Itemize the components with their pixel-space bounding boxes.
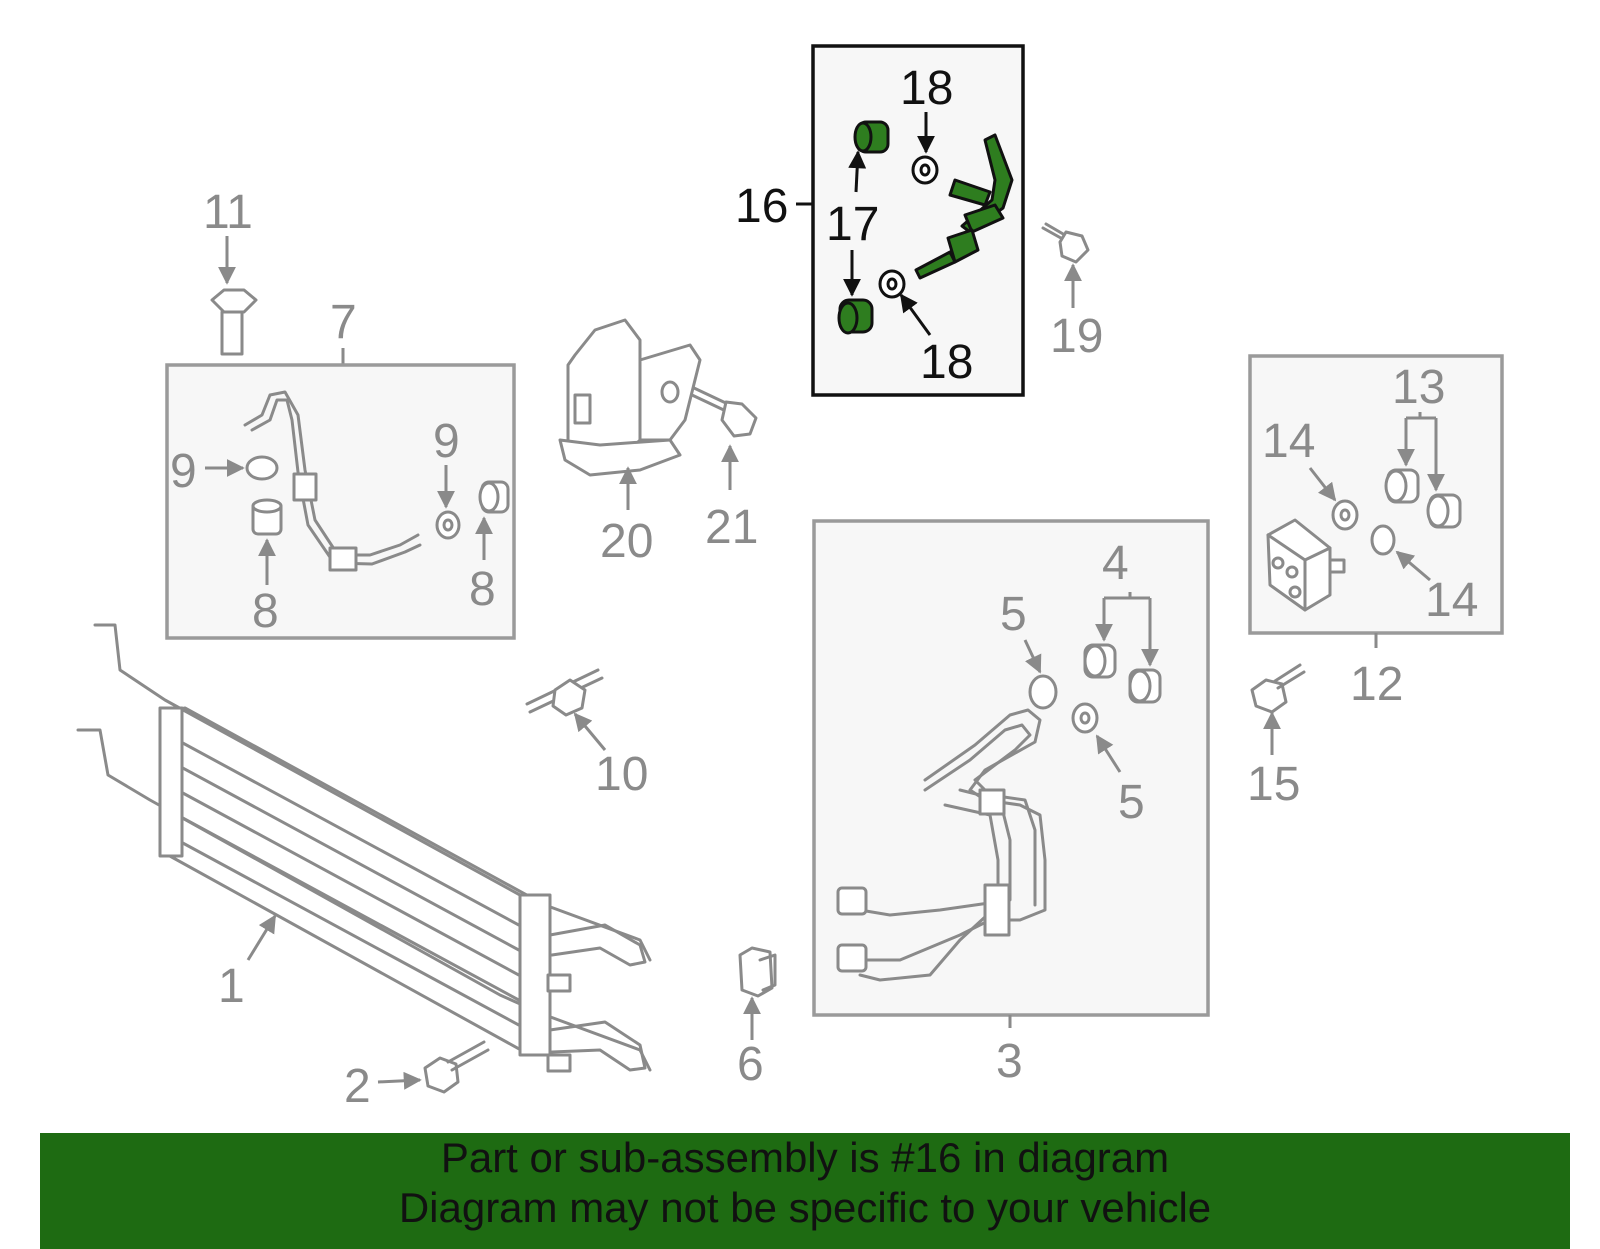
callout-11[interactable]: 11: [203, 186, 253, 239]
part-9-oring-left[interactable]: [245, 455, 279, 481]
part-9-oring-right[interactable]: [435, 510, 461, 540]
callout-9-left[interactable]: 9: [170, 445, 197, 498]
part-5-oring-left[interactable]: [1028, 674, 1058, 710]
callout-8-right[interactable]: 8: [469, 563, 496, 616]
part-10-stud[interactable]: [525, 668, 604, 717]
part-8-seal-right[interactable]: [478, 480, 510, 514]
part-15-bolt[interactable]: [1250, 663, 1306, 714]
part-1-cooler[interactable]: [76, 623, 652, 1073]
callout-1[interactable]: 1: [218, 960, 245, 1013]
footer-line-2: Diagram may not be specific to your vehi…: [398, 1184, 1212, 1231]
callout-15[interactable]: 15: [1247, 758, 1300, 811]
part-14-oring-top[interactable]: [1331, 499, 1359, 531]
callout-20[interactable]: 20: [600, 515, 653, 568]
callout-5-bottom[interactable]: 5: [1118, 776, 1145, 829]
callout-3[interactable]: 3: [996, 1035, 1023, 1088]
callout-21[interactable]: 21: [705, 501, 758, 554]
part-3-box[interactable]: [812, 519, 1210, 1017]
part-16-cooler-line[interactable]: [914, 133, 1014, 280]
callout-9-right[interactable]: 9: [433, 415, 460, 468]
part-11-bolt[interactable]: [210, 288, 258, 356]
callout-16[interactable]: 16: [735, 180, 788, 233]
part-14-oring-bottom[interactable]: [1370, 524, 1396, 556]
part-19-bolt[interactable]: [1041, 222, 1090, 264]
arrow-17-top: [848, 150, 867, 193]
callout-7[interactable]: 7: [330, 296, 357, 349]
part-13-seal-right[interactable]: [1426, 493, 1462, 529]
part-20-housing[interactable]: [558, 318, 702, 477]
part-3-cooler-lines[interactable]: [836, 708, 1047, 982]
callout-14-top[interactable]: 14: [1262, 415, 1315, 468]
callout-14-bottom[interactable]: 14: [1425, 574, 1478, 627]
part-2-bolt[interactable]: [423, 1040, 490, 1094]
part-4-seal-left[interactable]: [1083, 643, 1117, 679]
callout-18-top[interactable]: 18: [900, 62, 953, 115]
part-21-bolt[interactable]: [690, 386, 758, 438]
part-17-bushing-top[interactable]: [853, 120, 890, 154]
part-6-clip[interactable]: [738, 946, 777, 998]
part-17-bushing-bottom[interactable]: [837, 298, 874, 335]
part-7-hose[interactable]: [243, 390, 422, 572]
part-12-adapter[interactable]: [1266, 518, 1346, 612]
callout-12[interactable]: 12: [1350, 658, 1403, 711]
callout-8-left[interactable]: 8: [252, 585, 279, 638]
callout-13[interactable]: 13: [1392, 361, 1445, 414]
callout-19[interactable]: 19: [1050, 310, 1103, 363]
callout-17[interactable]: 17: [826, 198, 879, 251]
callout-6[interactable]: 6: [737, 1038, 764, 1091]
part-7-box[interactable]: [165, 363, 516, 640]
footer-banner: Part or sub-assembly is #16 in diagram D…: [40, 1133, 1570, 1249]
callout-10[interactable]: 10: [595, 748, 648, 801]
part-8-seal-left[interactable]: [251, 498, 283, 536]
footer-line-1: Part or sub-assembly is #16 in diagram: [440, 1134, 1170, 1181]
part-4-seal-right[interactable]: [1128, 668, 1162, 704]
callout-5-top[interactable]: 5: [1000, 588, 1027, 641]
callout-18-bottom[interactable]: 18: [920, 336, 973, 389]
callout-2[interactable]: 2: [344, 1060, 371, 1113]
callout-4[interactable]: 4: [1102, 537, 1129, 590]
part-18-washer-bottom[interactable]: [878, 269, 906, 299]
part-5-oring-right[interactable]: [1071, 702, 1099, 734]
part-18-washer-top[interactable]: [911, 155, 939, 185]
part-13-seal-left[interactable]: [1384, 468, 1420, 504]
arrow-18-bottom: [899, 293, 932, 336]
